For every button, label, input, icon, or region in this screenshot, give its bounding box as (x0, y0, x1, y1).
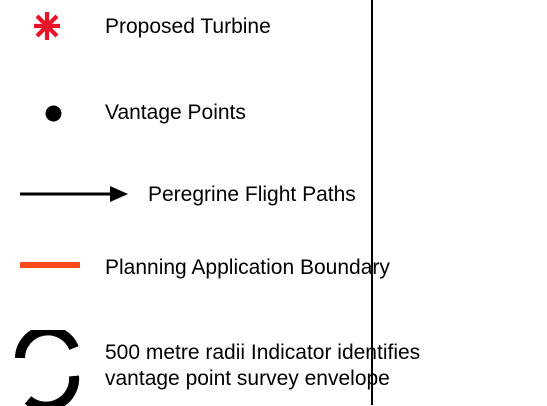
vantage-point-dot-icon (45, 105, 62, 122)
legend-label-peregrine-flight-paths: Peregrine Flight Paths (148, 183, 356, 206)
legend-label-vantage-points: Vantage Points (105, 101, 246, 124)
turbine-star-icon (34, 12, 60, 40)
legend-label-radius-indicator-line2: vantage point survey envelope (105, 367, 390, 390)
legend-label-planning-application-boundary: Planning Application Boundary (105, 256, 390, 279)
legend-frame-border (371, 0, 373, 405)
radius-arc-icon (15, 330, 80, 406)
legend-label-radius-indicator-line1: 500 metre radii Indicator identifies (105, 341, 421, 364)
flight-path-arrow-icon (20, 186, 128, 202)
legend-label-proposed-turbine: Proposed Turbine (105, 15, 271, 38)
boundary-line-icon (20, 262, 80, 268)
